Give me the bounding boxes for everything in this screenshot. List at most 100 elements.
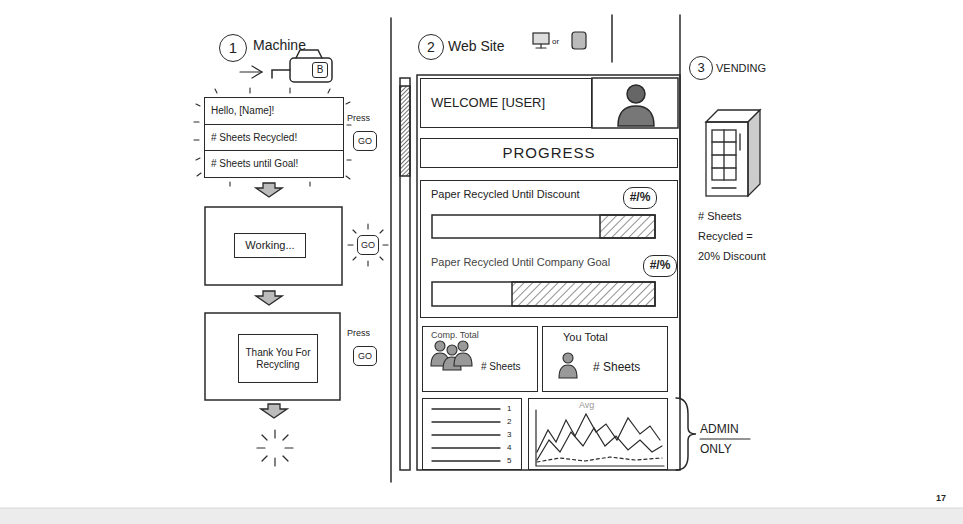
machine-icon <box>272 70 290 78</box>
node-text: Press <box>347 113 370 123</box>
end-burst <box>274 458 275 466</box>
button-rays <box>353 257 356 260</box>
line-chart <box>536 410 664 466</box>
people-icon <box>458 341 468 351</box>
node-text: #/% <box>650 259 671 273</box>
node-text: B <box>317 64 324 76</box>
sketch-stroke <box>194 15 760 482</box>
ranking-list: 12345 <box>422 398 522 470</box>
screen-rays <box>347 159 351 160</box>
vending-machine <box>723 130 724 180</box>
welcome-box: WELCOME [USER] <box>420 78 592 128</box>
callout-circle: 1 <box>219 34 247 62</box>
people-icon <box>454 353 472 366</box>
go-button: PressGO <box>353 346 377 366</box>
status-box: Thank You For Recycling <box>238 334 318 383</box>
machine-icon <box>240 71 262 72</box>
list-lines <box>432 460 500 461</box>
screen-rays <box>196 104 200 106</box>
note: or <box>552 37 559 47</box>
node-text: Paper Recycled Until Company Goal <box>431 256 610 269</box>
avatar-box <box>627 85 645 103</box>
progress-section: Paper Recycled Until DiscountPaper Recyc… <box>420 180 678 318</box>
monitor-icon <box>533 33 549 44</box>
avatar-box <box>618 106 654 126</box>
people-icon <box>447 345 457 355</box>
screen-rays <box>309 182 310 186</box>
go-button: GO <box>357 235 379 255</box>
section-title: Machine <box>253 37 306 54</box>
page-number: 17 <box>936 493 946 504</box>
node-text: Paper Recycled Until Discount <box>431 188 580 201</box>
flow-arrow <box>256 183 282 197</box>
node-text: 3 <box>697 61 704 76</box>
progress-band: PROGRESS <box>420 138 678 168</box>
node-text: # Sheets until Goal! <box>205 151 343 177</box>
end-burst <box>262 435 267 440</box>
line-chart <box>536 410 664 466</box>
screen-rays <box>346 102 350 104</box>
progress-bar <box>600 215 655 238</box>
underline <box>700 438 750 439</box>
screen-rays <box>197 173 201 176</box>
node-text: Working... <box>245 239 294 252</box>
end-burst <box>285 447 293 448</box>
monitor-icon <box>533 33 549 48</box>
tablet-icon <box>572 32 586 49</box>
people-icon <box>435 341 445 351</box>
sketch-stroke <box>611 15 613 62</box>
screen-rays <box>229 182 230 186</box>
node-text: Avg <box>579 400 594 410</box>
scroll-bar <box>400 86 410 176</box>
line-chart <box>537 457 662 462</box>
button-rays <box>348 244 353 245</box>
screen-rays <box>215 89 217 93</box>
avatar-box <box>592 78 678 128</box>
list-lines <box>432 409 500 461</box>
flow-arrow <box>256 291 282 305</box>
button-rays <box>367 224 368 229</box>
list-lines <box>432 421 500 422</box>
vending-machine <box>748 110 760 196</box>
node-text: 5 <box>507 456 511 465</box>
node-text: # Sheets <box>593 361 640 375</box>
node-text: You Total <box>563 331 608 344</box>
node-text: WELCOME [USER] <box>431 96 545 111</box>
screen-rays <box>194 88 351 186</box>
vending-machine <box>739 134 740 150</box>
progress-bar <box>432 282 655 306</box>
avatar-box <box>592 78 678 128</box>
screen-rays <box>194 121 199 122</box>
machine-screen: Hello, [Name]!# Sheets Recycled!# Sheets… <box>204 97 344 178</box>
scroll-bar <box>400 78 410 470</box>
status-box: Working... <box>234 233 306 258</box>
node-text: Comp. Total <box>431 330 479 340</box>
node-text: GO <box>358 136 372 146</box>
node-text: PROGRESS <box>502 144 595 161</box>
screen-rays <box>328 89 330 93</box>
button-rays <box>380 257 383 260</box>
node-text: 1 <box>507 404 511 413</box>
node-text: GO <box>361 240 375 250</box>
screen-rays <box>289 88 290 93</box>
bottom-band <box>0 508 963 524</box>
people-icon <box>431 341 472 370</box>
value-badge: #/% <box>643 255 677 277</box>
progress-bar <box>512 282 655 306</box>
bottom-band <box>0 508 963 509</box>
end-burst <box>283 435 288 440</box>
node-text: 4 <box>507 443 511 452</box>
machine-icon <box>240 50 332 82</box>
node-text: GO <box>358 351 372 361</box>
callout-circle: 3 <box>689 56 713 80</box>
node-text: #/% <box>630 191 651 205</box>
callout-circle: 2 <box>418 34 444 60</box>
screen-rays <box>249 88 250 93</box>
value-badge: #/% <box>623 187 657 209</box>
button-rays <box>348 224 388 266</box>
node-text: 2 <box>507 417 511 426</box>
progress-bar <box>432 215 655 238</box>
person-icon <box>559 365 577 378</box>
flow-arrow <box>261 404 287 418</box>
